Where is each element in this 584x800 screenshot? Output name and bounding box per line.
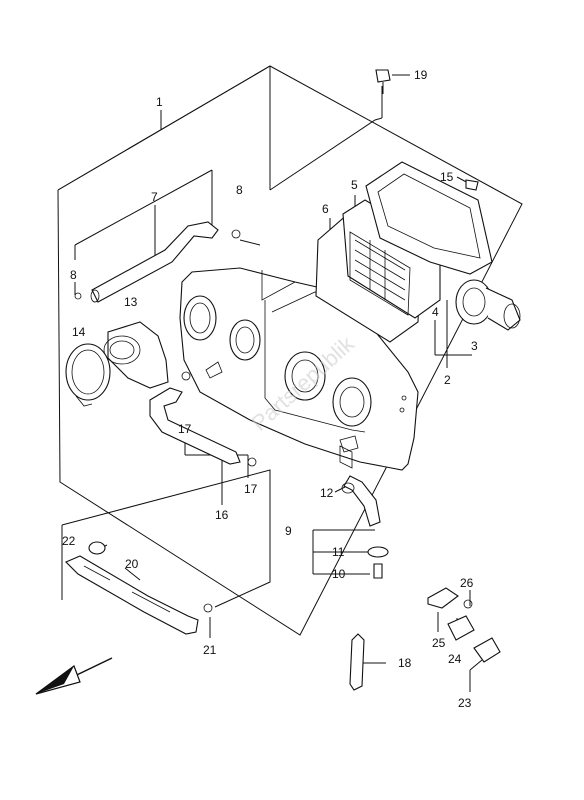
callout-25: 25 (432, 636, 446, 650)
callout-19: 19 (414, 68, 428, 82)
clamp-14 (65, 343, 111, 407)
screw-15 (465, 179, 479, 191)
callout-13: 13 (124, 295, 138, 309)
callout-22: 22 (62, 534, 76, 548)
callout-23: 23 (458, 696, 472, 710)
hose-20 (65, 541, 213, 635)
callout-5: 5 (351, 178, 358, 192)
callout-4: 4 (432, 305, 439, 319)
callout-8b: 8 (70, 268, 77, 282)
callout-15: 15 (440, 170, 454, 184)
callout-17a: 17 (178, 422, 192, 436)
callout-9: 9 (285, 524, 292, 538)
callout-18: 18 (398, 656, 412, 670)
drain-assembly (339, 445, 389, 579)
callout-16: 16 (215, 508, 229, 522)
callout-7: 7 (151, 190, 158, 204)
callout-2: 2 (444, 373, 451, 387)
callout-3: 3 (471, 339, 478, 353)
air-cleaner-cover (365, 161, 493, 275)
callout-11: 11 (332, 545, 345, 559)
callout-14: 14 (72, 325, 86, 339)
bracket-parts (349, 587, 501, 691)
front-arrow-icon (35, 657, 113, 695)
callout-12: 12 (320, 486, 334, 500)
callout-1: 1 (156, 95, 163, 109)
callout-20: 20 (125, 557, 139, 571)
callout-labels: 1 2 3 4 5 6 7 8 8 9 10 11 12 13 14 15 16… (62, 68, 478, 710)
bolt-19 (375, 69, 410, 94)
intake-duct-13 (103, 321, 169, 389)
intake-funnel (455, 279, 521, 331)
callout-21: 21 (203, 643, 217, 657)
callout-10: 10 (332, 567, 346, 581)
air-filter-element (315, 199, 441, 343)
callout-17b: 17 (244, 482, 258, 496)
hose-7 (74, 221, 241, 303)
callout-8a: 8 (236, 183, 243, 197)
callout-6: 6 (322, 202, 329, 216)
callout-26: 26 (460, 576, 474, 590)
callout-24: 24 (448, 652, 462, 666)
hose-16 (149, 371, 257, 467)
